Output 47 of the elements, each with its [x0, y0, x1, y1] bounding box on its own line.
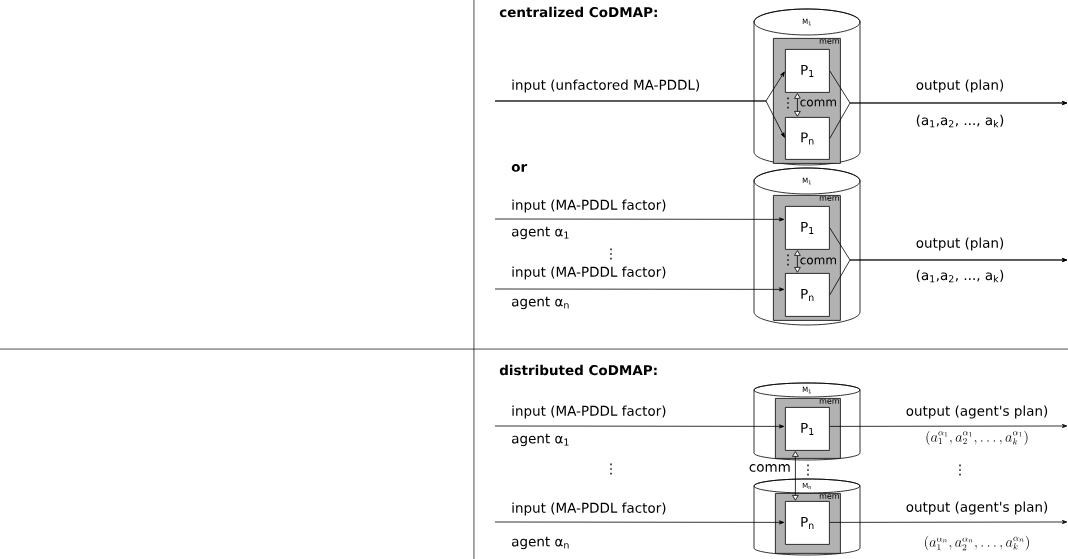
edge-label: comm — [749, 464, 790, 472]
heading: distributed CoDMAP: — [499, 364, 657, 376]
ellipsis: ⋮ — [787, 97, 789, 109]
arrow — [829, 100, 1068, 139]
edge-label: input (unfactored MA-PDDL) — [512, 79, 700, 93]
arrow — [829, 520, 1068, 524]
arrow — [829, 258, 1068, 296]
edge-label: output (plan) — [916, 237, 1004, 251]
edge-label: input (MA-PDDL factor) — [512, 266, 666, 280]
heading: centralized CoDMAP: — [499, 6, 657, 18]
arrow — [829, 424, 1068, 428]
process-box: P$_{1}$ — [785, 206, 830, 250]
agent-label: agent α$_{1}$ — [512, 226, 569, 240]
edge-label: comm — [799, 98, 838, 108]
agent-label: agent α$_{n}$ — [512, 536, 569, 550]
process-box: P$_{1}$ — [785, 49, 830, 93]
ellipsis: ⋮ — [787, 254, 789, 266]
edge-label: output (plan) — [916, 79, 1004, 93]
arrow — [494, 287, 785, 292]
arrow — [494, 217, 785, 222]
process-box: P$_{1}$ — [785, 407, 830, 451]
heading: or — [511, 164, 528, 172]
edge-label: output (agent's plan) — [906, 405, 1048, 419]
agent-label: agent α$_{n}$ — [512, 296, 569, 310]
ellipsis: ⋮ — [610, 248, 612, 260]
arrow — [494, 424, 785, 429]
edge-label: input (MA-PDDL factor) — [512, 199, 666, 213]
arrow — [792, 451, 799, 501]
edge-label: comm — [799, 256, 838, 266]
ellipsis: ⋮ — [807, 464, 809, 476]
ellipsis: ⋮ — [610, 463, 612, 475]
edge-label: input (MA-PDDL factor) — [512, 405, 666, 419]
arrow — [794, 250, 801, 273]
process-box: P$_{n}$ — [785, 501, 830, 545]
plan-sequence: (a$_{1}$,a$_{2}$, ..., a$_{k}$) — [916, 114, 1004, 128]
plan-formula: $(a^{\alpha_n}_{1},a^{\alpha_n}_{2}, \ldots, a^{\alpha_n}_{k})$ — [925, 535, 1029, 551]
ellipsis: ⋮ — [959, 464, 961, 476]
process-box: P$_{n}$ — [785, 273, 830, 317]
agent-label: agent α$_{1}$ — [512, 433, 569, 447]
process-box: P$_{n}$ — [785, 117, 830, 160]
edge-label: input (MA-PDDL factor) — [512, 502, 666, 516]
arrow — [494, 100, 785, 138]
plan-sequence: (a$_{1}$,a$_{2}$, ..., a$_{k}$) — [916, 269, 1004, 283]
plan-formula: $(a^{\alpha_1}_{1},a^{\alpha_1}_{2}, \ldots, a^{\alpha_1}_{k})$ — [926, 430, 1028, 446]
arrow — [794, 93, 801, 117]
edge-label: output (agent's plan) — [906, 501, 1048, 515]
arrow — [494, 520, 785, 525]
